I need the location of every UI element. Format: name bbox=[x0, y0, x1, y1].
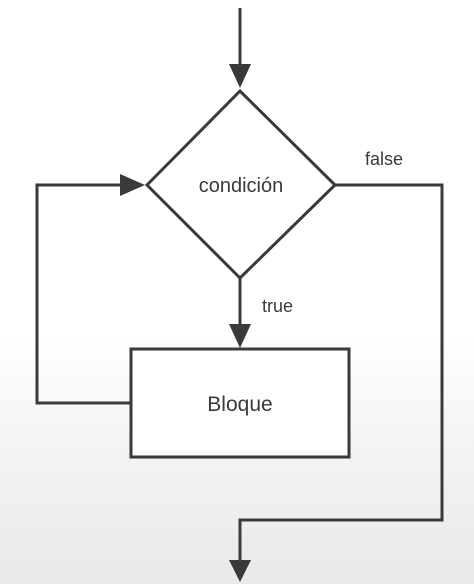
loop-back-line bbox=[35, 183, 131, 405]
true-label: true bbox=[262, 296, 293, 316]
process-label: Bloque bbox=[207, 393, 272, 416]
false-path-line bbox=[238, 183, 444, 560]
loop-back-arrowhead bbox=[120, 174, 145, 196]
decision-label: condición bbox=[199, 175, 284, 197]
process-block bbox=[129, 347, 351, 459]
entry-arrowhead bbox=[229, 64, 251, 88]
true-arrowhead bbox=[229, 324, 251, 348]
exit-arrowhead bbox=[229, 560, 251, 582]
false-label: false bbox=[365, 149, 403, 169]
